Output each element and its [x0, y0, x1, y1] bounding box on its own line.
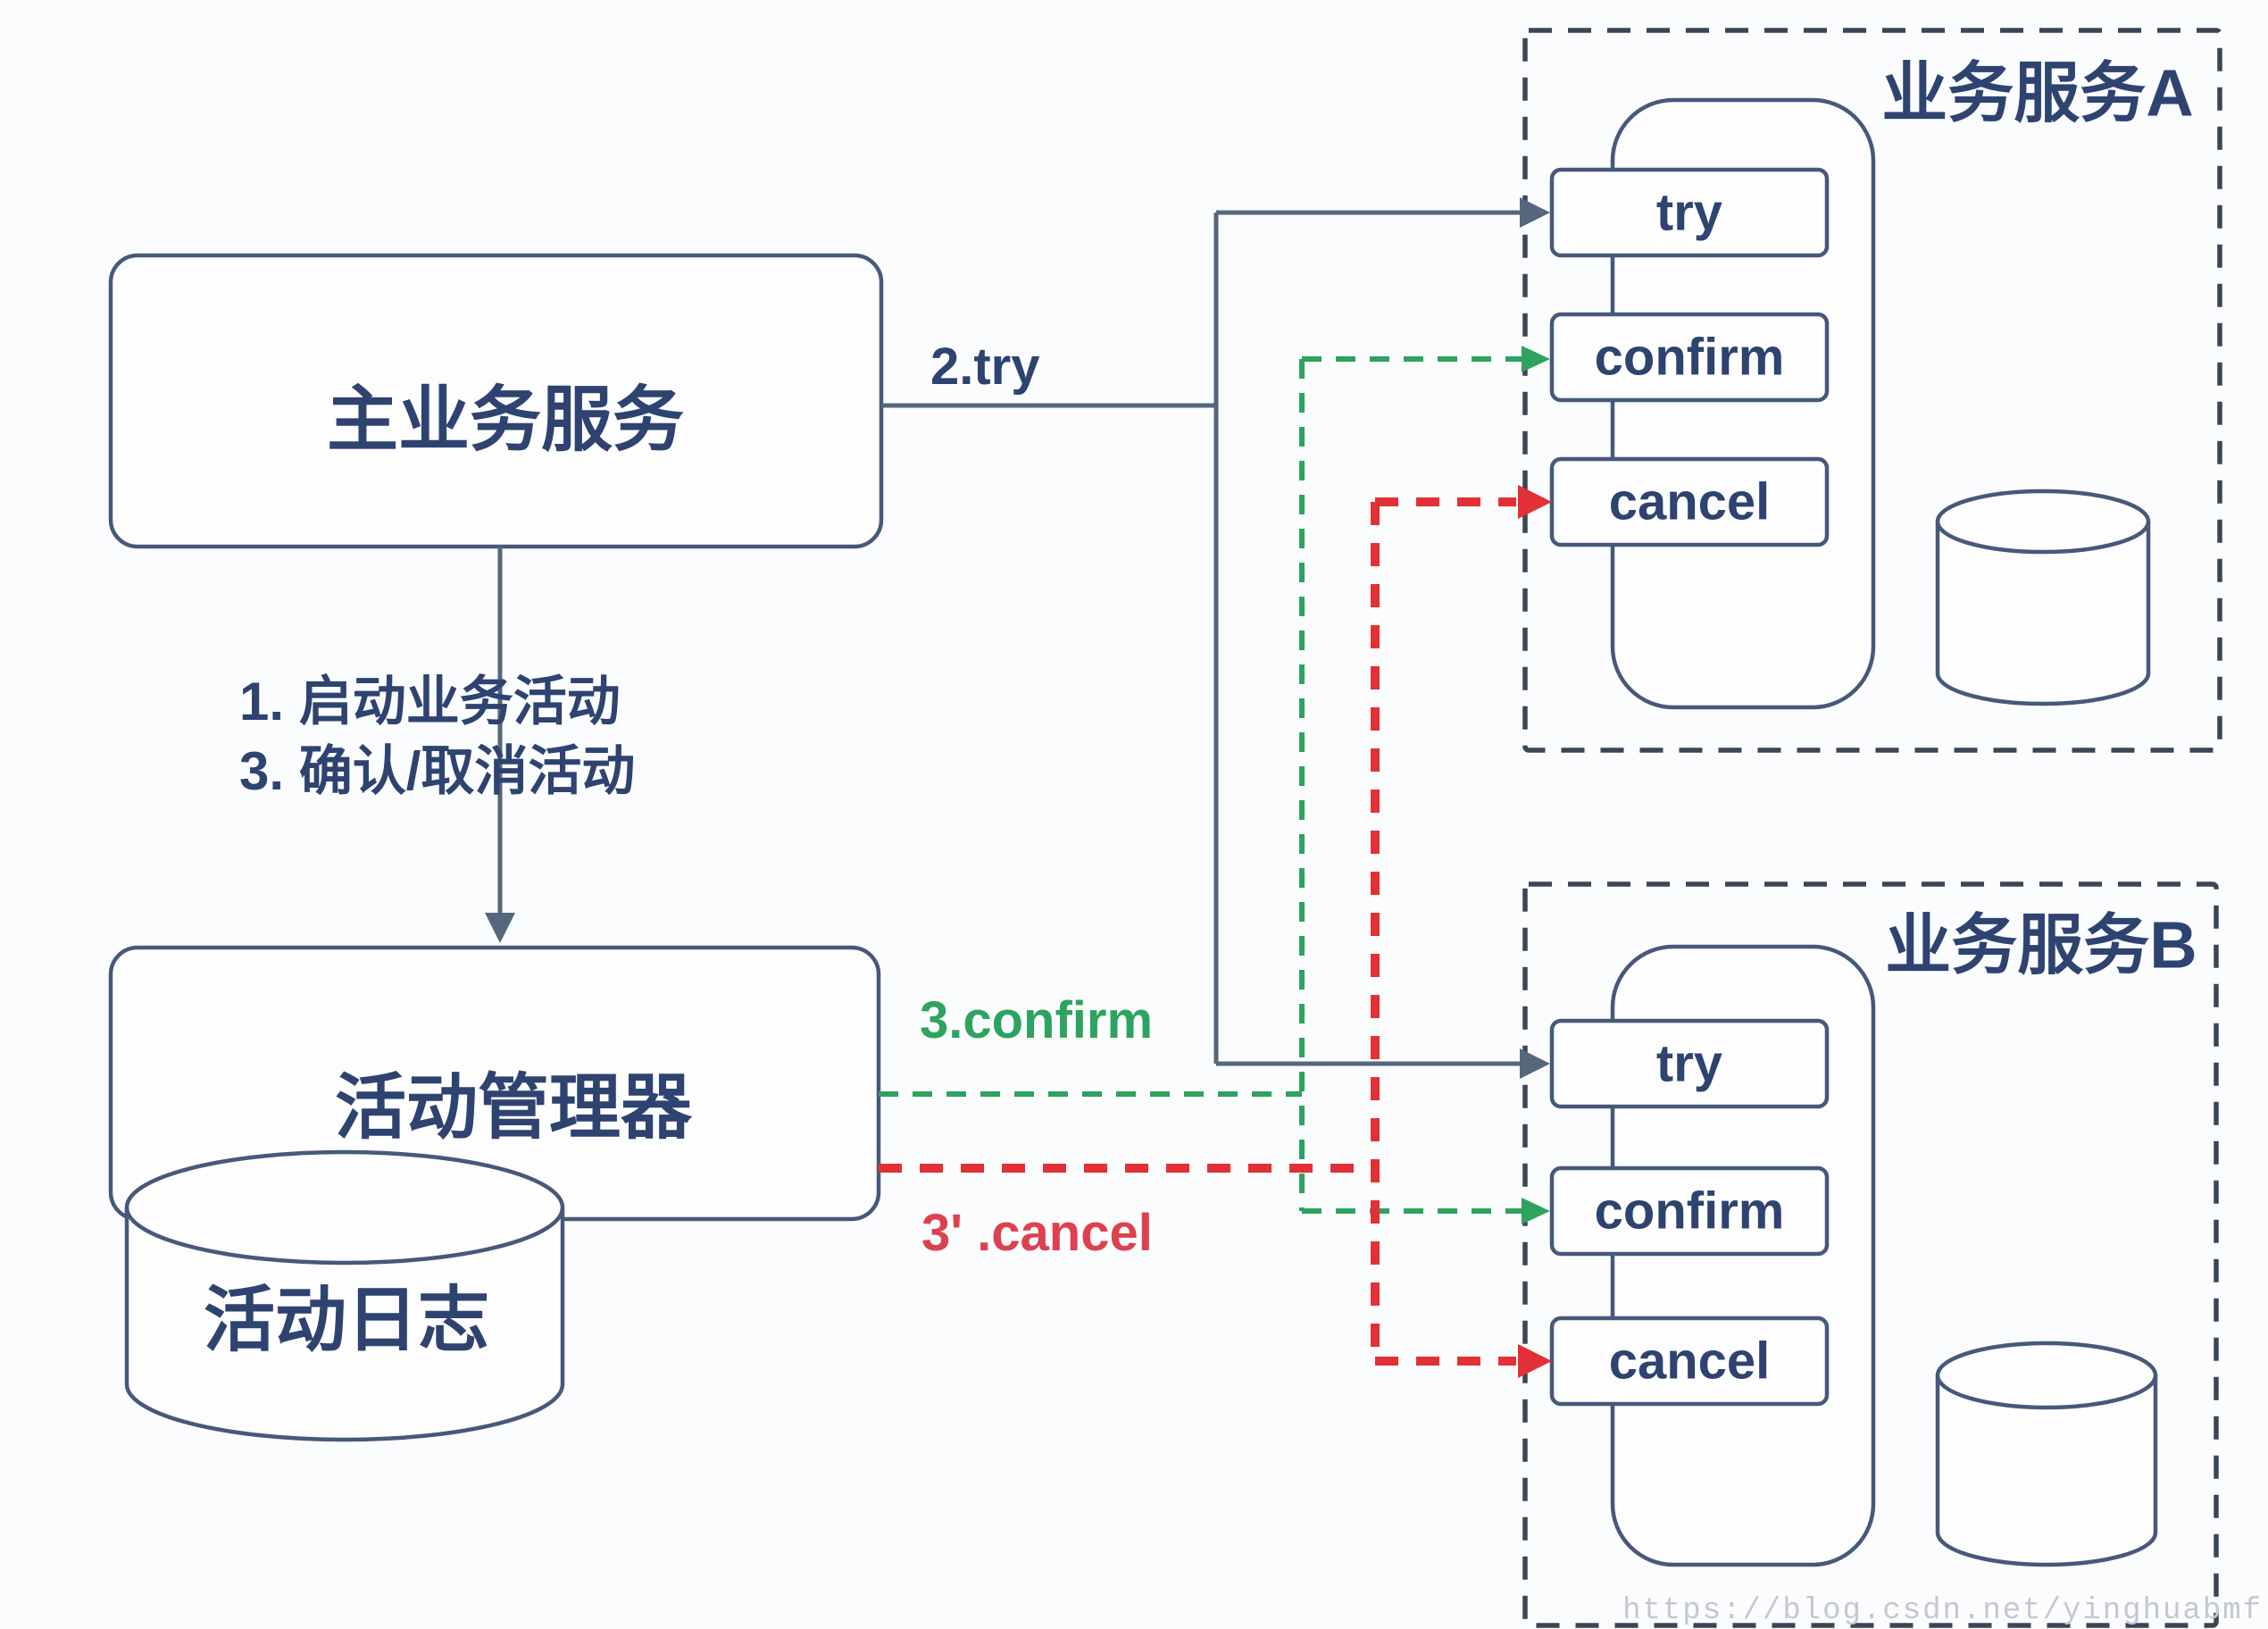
- service-b-try-box: [1549, 1018, 1830, 1109]
- cancel-arrowhead-service-a: [1518, 485, 1552, 519]
- main-service-label: 主业务服务: [327, 380, 684, 460]
- service-b-dashed-border: [1522, 881, 2219, 1628]
- service-b-confirm-box: [1549, 1165, 1830, 1257]
- service-a-group: 业务服务A try confirm cancel: [1522, 28, 2222, 753]
- cancel-edge-label: 3' .cancel: [921, 1204, 1153, 1262]
- service-b-try-label: try: [1656, 1035, 1722, 1093]
- try-arrowhead-service-b: [1520, 1048, 1550, 1079]
- service-a-try-box: [1549, 167, 1830, 258]
- confirm-connector-line: [879, 356, 1522, 1214]
- try-arrowhead-service-a: [1520, 197, 1550, 228]
- try-edge-label: 2.try: [930, 338, 1040, 396]
- try-connector-line: [881, 210, 1520, 1066]
- activity-manager-label: 活动管理器: [335, 1068, 693, 1148]
- activity-log-cylinder: 活动日志: [124, 1149, 565, 1442]
- confirm-arrowhead-service-a: [1522, 346, 1550, 372]
- service-a-confirm-box: [1549, 312, 1830, 403]
- watermark-url: https://blog.csdn.net/yinghuabmf: [1622, 1594, 2263, 1628]
- activity-log-label: 活动日志: [204, 1281, 489, 1360]
- service-b-database-icon: [1935, 1341, 2158, 1567]
- service-a-title: 业务服务A: [1881, 56, 2193, 130]
- service-b-title: 业务服务B: [1885, 908, 2197, 982]
- cancel-arrowhead-service-b: [1518, 1344, 1552, 1378]
- cancel-connector-line: [879, 497, 1516, 1366]
- service-a-try-label: try: [1656, 184, 1722, 242]
- service-b-cancel-label: cancel: [1609, 1332, 1771, 1391]
- service-a-confirm-label: confirm: [1595, 329, 1785, 387]
- service-b-confirm-label: confirm: [1595, 1182, 1785, 1241]
- step-note-line2: 3. 确认/取消活动: [239, 741, 635, 801]
- confirm-edge-label: 3.confirm: [920, 991, 1153, 1049]
- service-b-group: 业务服务B try confirm cancel: [1522, 881, 2219, 1628]
- service-a-database-icon: [1935, 489, 2151, 706]
- step-note-line1: 1. 启动业务活动: [239, 672, 621, 731]
- service-a-cancel-label: cancel: [1609, 473, 1771, 531]
- confirm-arrowhead-service-b: [1522, 1198, 1550, 1224]
- start-activity-arrowhead: [485, 913, 515, 943]
- main-service-box: [108, 253, 884, 549]
